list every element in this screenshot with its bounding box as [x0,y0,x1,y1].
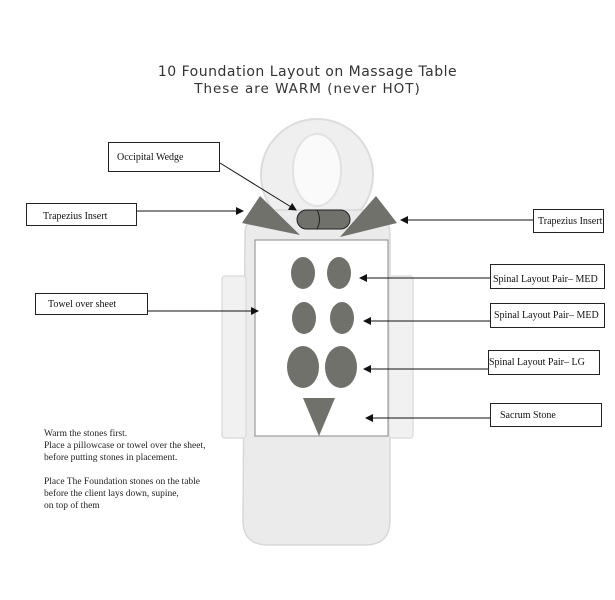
label-towel-over-sheet: Towel over sheet [35,293,148,315]
instruction-line: on top of them [44,501,100,511]
label-trapezius-insert-left: Trapezius Insert [26,203,137,226]
occipital-wedge [296,209,351,230]
label-spinal-layout-lg: Spinal Layout Pair– LG [488,350,600,375]
instruction-line: before the client lays down, supine, [44,489,179,499]
headrest-face-hole [292,133,342,207]
spinal-stone-med-1-right [327,257,351,289]
instruction-line: before putting stones in placement. [44,453,178,463]
spinal-stone-lg-left [287,346,319,388]
label-sacrum-stone: Sacrum Stone [490,403,602,427]
spinal-stone-med-2-right [330,302,354,334]
occipital-wedge-divider [316,209,320,230]
instruction-line: Warm the stones first. [44,429,128,439]
spinal-stone-med-1-left [291,257,315,289]
trapezius-insert-right [340,196,397,237]
instructions-paragraph-1: Warm the stones first. Place a pillowcas… [44,428,205,464]
label-spinal-layout-med-1: Spinal Layout Pair– MED [490,264,605,289]
instructions-paragraph-2: Place The Foundation stones on the table… [44,476,205,512]
spinal-stone-med-2-left [292,302,316,334]
instruction-line: Place The Foundation stones on the table [44,477,201,487]
trapezius-insert-left [242,196,300,235]
arm-rest-right [388,275,414,439]
title: 10 Foundation Layout on Massage Table [157,64,458,80]
label-occipital-wedge: Occipital Wedge [108,142,220,172]
arrow-occipital-wedge [219,162,297,211]
sacrum-stone [303,398,335,436]
label-spinal-layout-med-2: Spinal Layout Pair– MED [490,303,605,328]
arm-rest-left [221,275,247,439]
label-trapezius-insert-right: Trapezius Insert [533,209,604,233]
instruction-line: Place a pillowcase or towel over the she… [44,441,206,451]
instructions: Warm the stones first. Place a pillowcas… [44,428,205,524]
subtitle: These are WARM (never HOT) [194,81,421,97]
spinal-stone-lg-right [325,346,357,388]
